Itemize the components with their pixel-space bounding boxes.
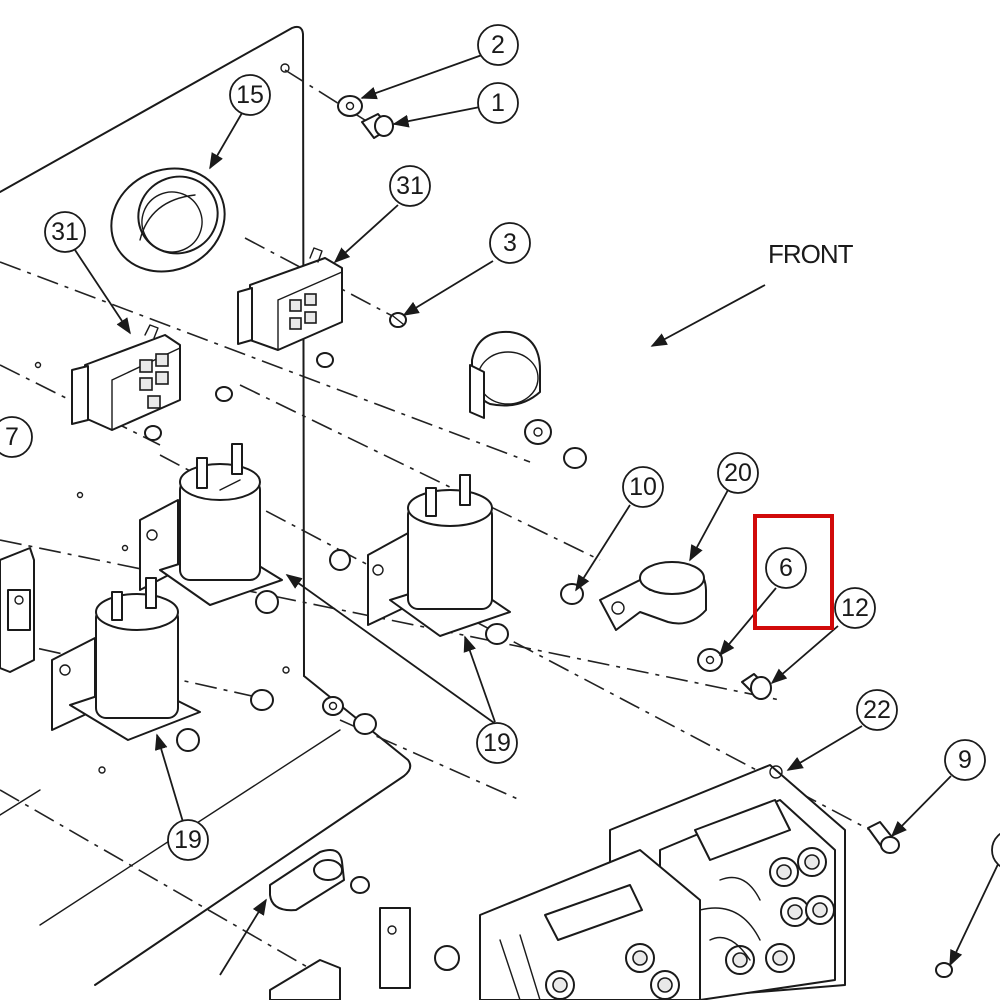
callout-6-number: 6 bbox=[779, 554, 793, 582]
screw-part-1 bbox=[361, 113, 394, 139]
callout-partial-edge bbox=[991, 832, 1000, 868]
solenoid-upper-left bbox=[139, 443, 283, 606]
callout-7: 7 bbox=[0, 416, 33, 458]
callout-3-number: 3 bbox=[503, 229, 517, 257]
callout-12-number: 12 bbox=[841, 594, 869, 622]
solenoid-right bbox=[367, 474, 511, 637]
relay-right-part-31 bbox=[237, 247, 343, 351]
mounting-plate bbox=[0, 25, 412, 986]
washer-part-2 bbox=[337, 95, 363, 117]
callout-10: 10 bbox=[622, 466, 664, 508]
callout-31-left: 31 bbox=[44, 211, 86, 253]
callout-15: 15 bbox=[229, 74, 271, 116]
washer-part-6 bbox=[697, 648, 723, 672]
small-screws bbox=[144, 352, 587, 752]
callout-20-number: 20 bbox=[724, 459, 752, 487]
screw-lower-right bbox=[935, 962, 953, 978]
callout-31-right-number: 31 bbox=[396, 172, 424, 200]
solenoid-lower-left bbox=[51, 577, 201, 741]
callout-31-left-number: 31 bbox=[51, 218, 79, 246]
panel-bushing-part-15 bbox=[110, 167, 226, 273]
callout-15-number: 15 bbox=[236, 81, 264, 109]
callout-22: 22 bbox=[856, 689, 898, 731]
screw-part-9 bbox=[867, 821, 900, 854]
screw-part-3 bbox=[389, 312, 407, 328]
callout-19-right: 19 bbox=[476, 722, 518, 764]
callout-7-number: 7 bbox=[5, 423, 19, 451]
callout-22-number: 22 bbox=[863, 696, 891, 724]
front-label: FRONT bbox=[768, 239, 854, 269]
leader-lines bbox=[74, 54, 1000, 976]
pipe-clamp-part-20 bbox=[599, 561, 707, 631]
callout-2: 2 bbox=[477, 24, 519, 66]
front-indicator: FRONT bbox=[650, 239, 855, 347]
bottom-bracket bbox=[269, 849, 460, 1000]
callout-1: 1 bbox=[477, 82, 519, 124]
callout-19-left: 19 bbox=[167, 819, 209, 861]
callout-10-number: 10 bbox=[629, 473, 657, 501]
callout-3: 3 bbox=[489, 222, 531, 264]
controller-module-part-22 bbox=[479, 764, 846, 1000]
highlight-box bbox=[753, 514, 834, 630]
callout-20: 20 bbox=[717, 452, 759, 494]
callout-12: 12 bbox=[834, 587, 876, 629]
callout-31-right: 31 bbox=[389, 165, 431, 207]
callout-19-right-number: 19 bbox=[483, 729, 511, 757]
fuse-holder-part-7 bbox=[0, 547, 35, 673]
callout-2-number: 2 bbox=[491, 31, 505, 59]
callout-9-number: 9 bbox=[958, 746, 972, 774]
callout-6: 6 bbox=[753, 514, 834, 630]
relay-left-part-31 bbox=[71, 324, 181, 431]
screw-part-12 bbox=[741, 673, 772, 700]
washer-mid bbox=[524, 419, 552, 445]
callout-1-number: 1 bbox=[491, 89, 505, 117]
callout-19-left-number: 19 bbox=[174, 826, 202, 854]
pipe-clamp-upper bbox=[469, 330, 541, 419]
callout-9: 9 bbox=[944, 739, 986, 781]
